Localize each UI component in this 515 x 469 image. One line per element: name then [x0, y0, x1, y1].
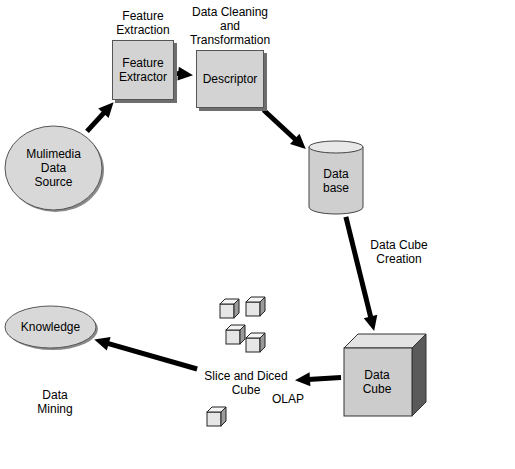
node-text-wrap: Data base	[312, 167, 360, 195]
terminal-ellipse: Knowledge	[3, 304, 98, 350]
process-box: Feature ExtractionFeature Extractor	[112, 40, 174, 100]
small-cube	[246, 333, 265, 352]
edge-label: OLAP	[266, 392, 310, 406]
flow-arrow	[94, 337, 197, 369]
database-cylinder: Data base	[308, 140, 364, 214]
node-text-wrap: Descriptor	[203, 72, 258, 86]
flow-arrow	[295, 372, 341, 386]
node-text-wrap: Mulimedia Data Source	[22, 147, 86, 189]
node-label: Descriptor	[203, 72, 258, 86]
arrow-head	[295, 372, 310, 386]
edge-label: Data Cube Creation	[366, 238, 432, 266]
node-label: Mulimedia Data Source	[22, 147, 86, 189]
flow-arrow	[264, 110, 306, 149]
node-text-wrap: Knowledge	[21, 320, 80, 334]
small-cube	[226, 325, 245, 344]
step-heading: Data Cleaning and Transformation	[182, 5, 278, 47]
edge-label: Data Mining	[30, 388, 80, 416]
step-heading: Feature Extraction	[106, 9, 180, 37]
flow-arrow	[177, 67, 193, 81]
arrow-head	[177, 67, 193, 81]
small-cube	[246, 297, 265, 316]
node-label: Feature Extractor	[116, 56, 170, 84]
process-box: Data Cleaning and TransformationDescript…	[196, 50, 264, 108]
flow-arrow	[346, 217, 377, 331]
arrow-head	[364, 315, 378, 331]
small-cube	[207, 407, 226, 426]
small-cube	[220, 299, 239, 318]
node-label: Data base	[312, 167, 360, 195]
node-label: Data Cube	[349, 368, 405, 396]
flow-arrow	[87, 102, 114, 131]
node-label: Knowledge	[21, 320, 80, 334]
arrow-head	[98, 102, 113, 118]
node-text-wrap: Data Cube	[349, 368, 405, 396]
arrow-head	[94, 337, 110, 350]
node-text-wrap: Feature Extractor	[116, 56, 170, 84]
data-cube: Data Cube	[344, 334, 426, 416]
terminal-ellipse: Mulimedia Data Source	[3, 124, 104, 212]
arrow-head	[290, 134, 306, 149]
